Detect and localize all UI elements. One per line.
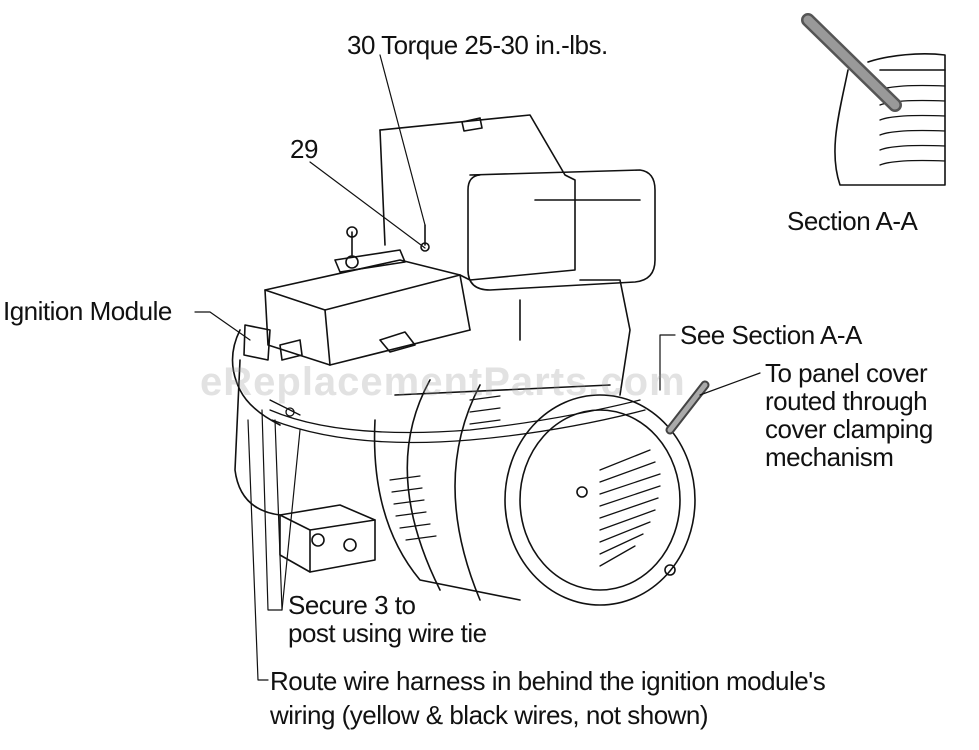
section-aa-label: Section A-A	[787, 206, 918, 236]
control-box	[231, 259, 471, 426]
see-section-label: See Section A-A	[680, 320, 862, 350]
watermark: eReplacementParts.com	[200, 360, 686, 404]
alternator	[373, 379, 710, 606]
secure-line-2: post using wire tie	[288, 618, 487, 648]
engine-housing	[379, 114, 656, 396]
panel-cover-line-2: routed through	[765, 386, 928, 416]
leader-lines	[194, 54, 761, 681]
secure-line-1: Secure 3 to	[288, 590, 416, 620]
mounting-bracket	[334, 224, 430, 353]
panel-cover-line-3: cover clamping	[765, 414, 933, 444]
panel-cover-line-4: mechanism	[765, 442, 894, 472]
route-line-2: wiring (yellow & black wires, not shown)	[270, 700, 709, 730]
route-line-1: Route wire harness in behind the ignitio…	[270, 666, 826, 696]
ignition-module-label: Ignition Module	[3, 296, 172, 326]
section-aa-detail	[801, 13, 946, 186]
part-30-label: 30 Torque 25-30 in.-lbs.	[347, 30, 608, 60]
part-29-label: 29	[290, 134, 318, 164]
wire-harness	[269, 399, 646, 444]
panel-cover-line-1: To panel cover	[765, 358, 928, 388]
